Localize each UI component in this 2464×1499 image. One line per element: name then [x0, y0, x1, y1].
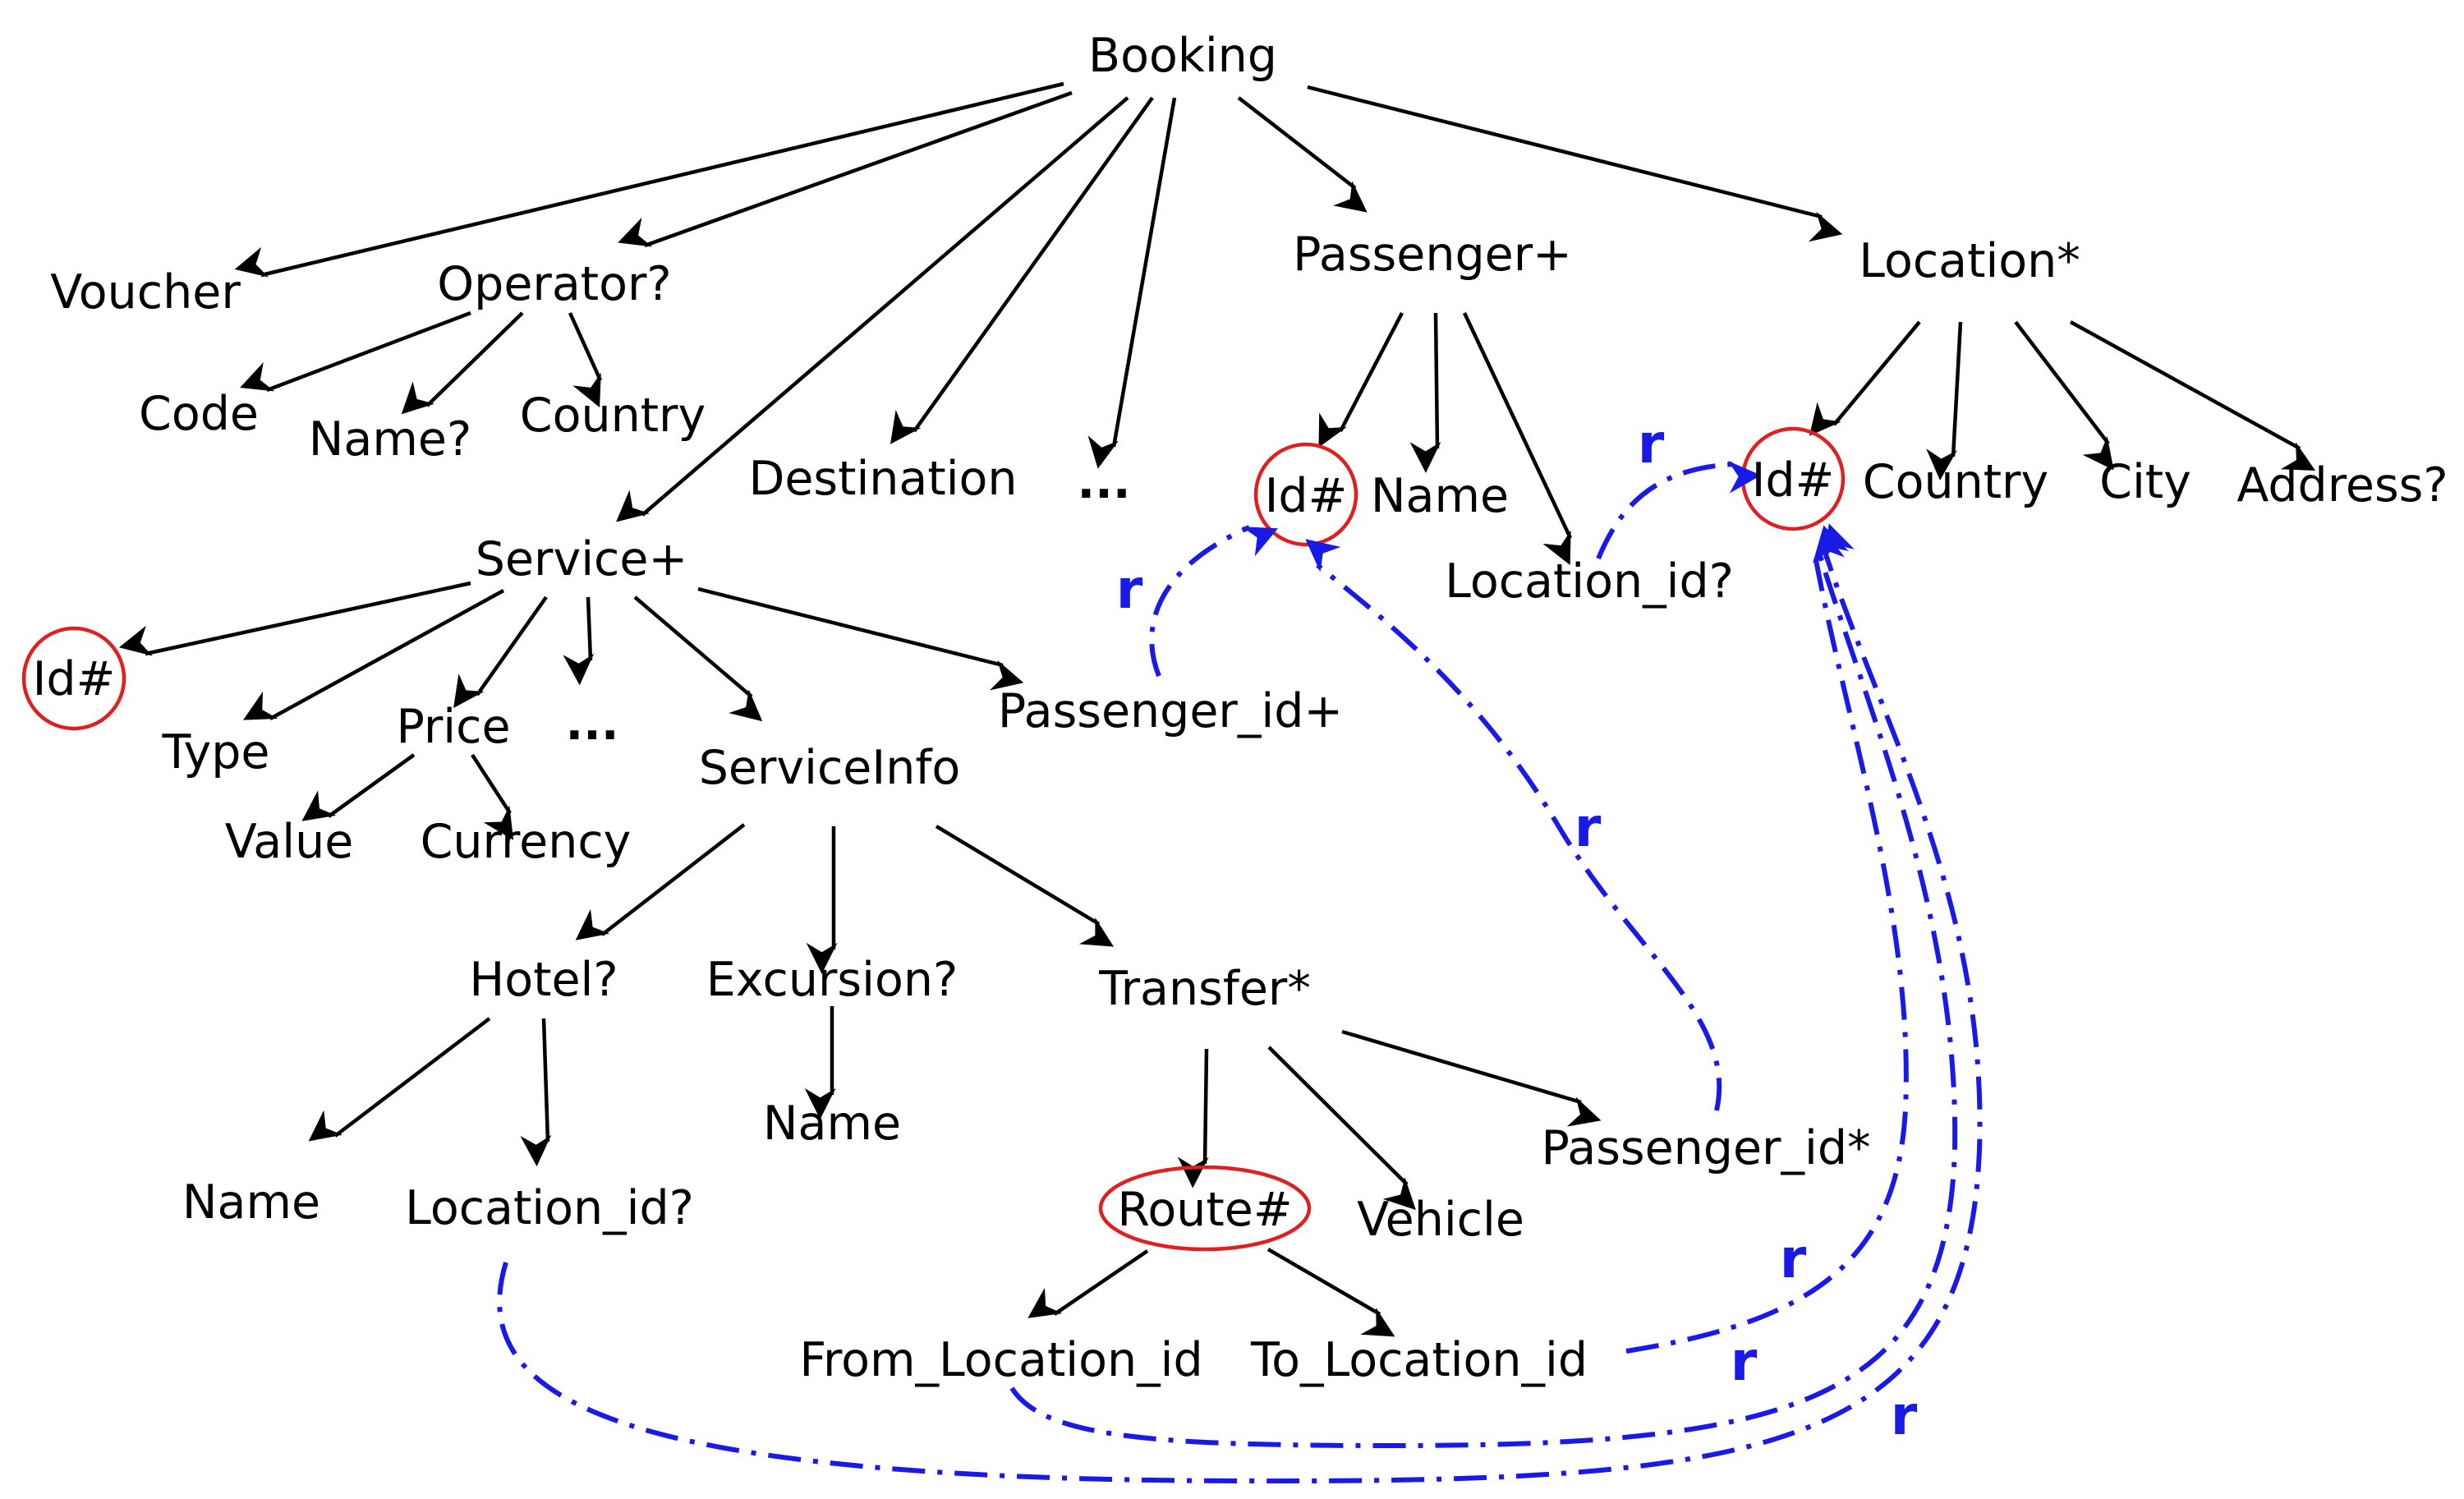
edge-service-id: [118, 581, 471, 656]
edge-booking-passenger: [1237, 96, 1368, 213]
node-price-currency: Currency: [421, 815, 632, 869]
node-location-country: Country: [1863, 455, 2048, 509]
edge-booking-service: [616, 96, 1129, 522]
node-operator: Operator?: [437, 257, 671, 311]
edge-passenger-name: [1409, 312, 1441, 473]
edge-location-city: [2014, 320, 2114, 471]
node-passenger-id: Id#: [1265, 469, 1348, 523]
edge-transfer-passenger-id: [1341, 1029, 1602, 1127]
edge-transfer-route: [1177, 1048, 1209, 1189]
edge-service-price: [453, 595, 548, 708]
edge-booking-ellipsis: [1087, 97, 1177, 469]
ref-label: r: [1116, 558, 1143, 621]
node-voucher: Voucher: [50, 265, 241, 320]
node-serviceinfo: ServiceInfo: [699, 741, 961, 795]
edge-booking-destination: [890, 96, 1154, 444]
ref-label: r: [1780, 1227, 1807, 1290]
edge-service-serviceinfo: [633, 595, 763, 722]
edge-price-currency: [471, 753, 514, 840]
node-passenger: Passenger+: [1293, 228, 1572, 282]
node-service-ellipsis: ...: [566, 697, 619, 751]
edge-location-country: [1926, 321, 1963, 481]
node-location-city: City: [2099, 455, 2191, 509]
ref-label: r: [1731, 1330, 1758, 1393]
edge-booking-location: [1307, 85, 1843, 242]
node-vehicle: Vehicle: [1357, 1193, 1524, 1247]
ref-to-location-to-location-id: [1625, 528, 1909, 1354]
node-operator-code: Code: [139, 387, 259, 441]
node-labels: Booking Voucher Operator? Code Name? Cou…: [33, 29, 2448, 1387]
node-operator-name: Name?: [309, 412, 471, 467]
node-excursion-name: Name: [763, 1097, 901, 1151]
node-route: Route#: [1117, 1183, 1292, 1237]
ref-service-passenger-to-passenger-id: [1149, 525, 1278, 678]
edge-operator-name: [401, 311, 524, 415]
ref-transfer-passenger-to-passenger-id: [1305, 539, 1722, 1111]
edge-operator-country: [568, 312, 603, 407]
edge-hotel-location-id: [520, 1018, 552, 1167]
node-excursion: Excursion?: [706, 953, 958, 1007]
ref-label: r: [1574, 796, 1602, 859]
edge-serviceinfo-transfer: [935, 825, 1115, 947]
node-location-address: Address?: [2236, 458, 2448, 513]
node-location-id: Id#: [1752, 453, 1835, 508]
node-transfer: Transfer*: [1098, 962, 1311, 1016]
ref-label: r: [1891, 1384, 1918, 1447]
ref-from-location-to-location-id: [1009, 525, 1958, 1449]
edge-location-address: [2069, 320, 2316, 471]
ref-label: r: [1638, 412, 1665, 476]
ref-passenger-location-to-location-id: [1596, 460, 1762, 560]
node-price: Price: [396, 700, 510, 754]
edge-location-id: [1809, 320, 1921, 436]
node-price-value: Value: [225, 815, 354, 869]
node-service: Service+: [476, 532, 687, 586]
edge-service-type: [243, 589, 505, 720]
route-key-ellipse: [1098, 1165, 1312, 1252]
node-booking: Booking: [1088, 29, 1277, 83]
edge-route-from-location: [1027, 1249, 1149, 1318]
edge-booking-operator: [618, 90, 1073, 248]
edge-operator-code: [240, 310, 471, 393]
edge-serviceinfo-hotel: [575, 823, 746, 940]
node-destination: Destination: [748, 452, 1017, 506]
service-id-key-circle: [21, 626, 126, 731]
node-transfer-passenger-id: Passenger_id*: [1541, 1121, 1870, 1175]
node-hotel-name: Name: [182, 1175, 320, 1230]
edge-transfer-vehicle: [1267, 1046, 1416, 1211]
node-from-location-id: From_Location_id: [799, 1333, 1202, 1387]
edge-passenger-id: [1318, 311, 1404, 448]
edge-service-ellipsis: [563, 596, 595, 686]
node-hotel-location-id: Location_id?: [405, 1181, 694, 1235]
node-passenger-name: Name: [1371, 469, 1509, 523]
edge-route-to-location: [1266, 1248, 1395, 1337]
reference-links: [497, 460, 1983, 1484]
reference-labels: r r r r r r: [1116, 412, 1918, 1447]
node-service-passenger-id: Passenger_id+: [998, 684, 1343, 738]
node-location: Location*: [1859, 234, 2080, 288]
edge-price-value: [301, 753, 416, 821]
node-service-id: Id#: [33, 652, 116, 706]
tree-edges: [118, 81, 2316, 1337]
node-service-type: Type: [162, 725, 270, 779]
edge-booking-voucher: [234, 81, 1064, 278]
node-hotel: Hotel?: [469, 953, 618, 1007]
node-passenger-location-id: Location_id?: [1445, 554, 1734, 609]
edge-hotel-name: [308, 1017, 491, 1142]
node-to-location-id: To_Location_id: [1250, 1333, 1588, 1387]
node-operator-country: Country: [520, 389, 706, 443]
node-booking-ellipsis: ...: [1078, 455, 1131, 509]
edge-service-passenger-id: [697, 586, 1024, 691]
edge-passenger-location-id: [1462, 312, 1573, 566]
